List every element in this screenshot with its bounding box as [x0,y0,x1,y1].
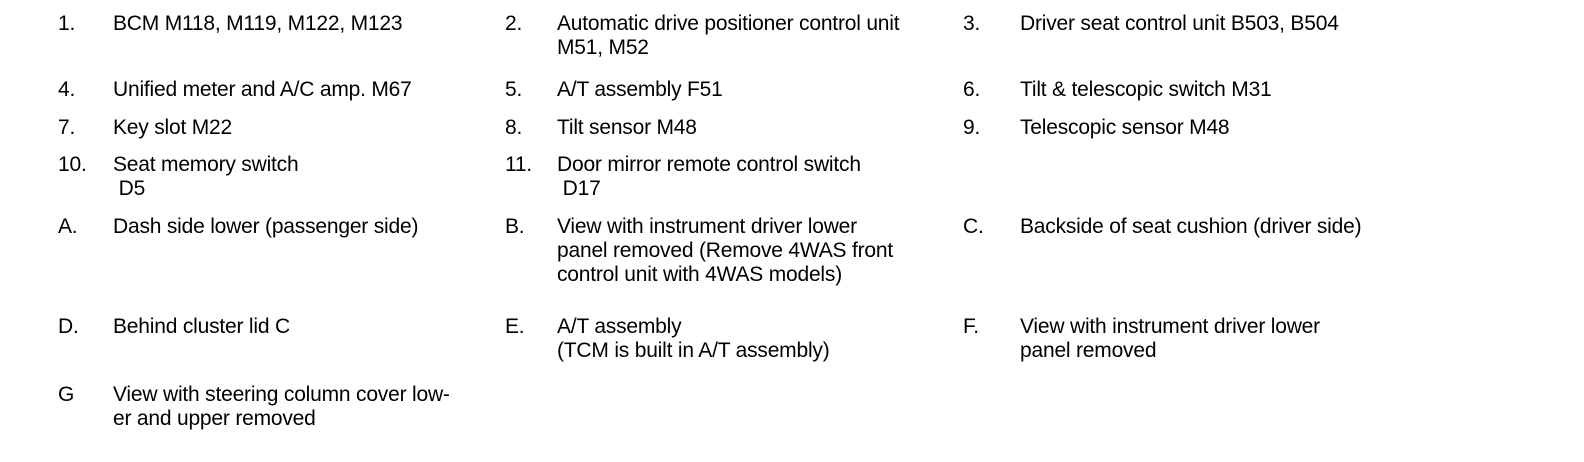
legend-item-11: 11. Door mirror remote control switch D1… [505,153,963,201]
legend-item-text: Door mirror remote control switch D17 [557,153,861,200]
legend-item-4: 4. Unified meter and A/C amp. M67 [58,78,505,102]
legend-item-10: 10. Seat memory switch D5 [58,153,505,201]
legend-item-8: 8. Tilt sensor M48 [505,116,963,140]
legend-row-2: 4. Unified meter and A/C amp. M67 5. A/T… [0,78,1584,102]
legend-item-2: 2. Automatic drive positioner control un… [505,12,963,60]
legend-item-number: F. [963,315,979,338]
legend-item-number: 10. [58,153,87,176]
legend-item-text: Seat memory switch D5 [113,153,299,200]
legend-item-number: 11. [505,153,533,176]
legend-item-E: E. A/T assembly (TCM is built in A/T ass… [505,315,963,363]
legend-item-text: Automatic drive positioner control unit … [557,12,900,59]
legend-item-text: Tilt & telescopic switch M31 [1020,78,1272,101]
legend-item-text: View with steering column cover low- er … [113,383,450,430]
legend-item-number: 8. [505,116,523,139]
legend-item-text: A/T assembly F51 [557,78,723,101]
legend-item-text: Telescopic sensor M48 [1020,116,1230,139]
legend-item-F: F. View with instrument driver lower pan… [963,315,1563,363]
legend-item-number: 1. [58,12,76,35]
legend-row-6: D. Behind cluster lid C E. A/T assembly … [0,315,1584,363]
legend-item-9: 9. Telescopic sensor M48 [963,116,1563,140]
legend-row-1: 1. BCM M118, M119, M122, M123 2. Automat… [0,12,1584,60]
legend-item-number: 3. [963,12,981,35]
legend-row-7: G View with steering column cover low- e… [0,383,1584,431]
legend-item-number: G [58,383,75,406]
legend-item-1: 1. BCM M118, M119, M122, M123 [58,12,505,36]
legend-item-D: D. Behind cluster lid C [58,315,505,339]
legend-item-number: 2. [505,12,523,35]
legend-item-number: 7. [58,116,76,139]
legend-item-number: 5. [505,78,523,101]
legend-item-number: B. [505,215,525,238]
legend-item-text: Behind cluster lid C [113,315,290,338]
legend-item-5: 5. A/T assembly F51 [505,78,963,102]
legend-item-text: Tilt sensor M48 [557,116,697,139]
legend-item-text: View with instrument driver lower panel … [557,215,893,286]
legend-item-text: BCM M118, M119, M122, M123 [113,12,403,35]
legend-item-text: Driver seat control unit B503, B504 [1020,12,1339,35]
legend-item-text: Key slot M22 [113,116,232,139]
legend-item-number: 4. [58,78,76,101]
legend-item-3: 3. Driver seat control unit B503, B504 [963,12,1563,36]
legend-item-A: A. Dash side lower (passenger side) [58,215,505,239]
legend-item-text: View with instrument driver lower panel … [1020,315,1320,362]
legend-item-C: C. Backside of seat cushion (driver side… [963,215,1563,239]
legend-item-B: B. View with instrument driver lower pan… [505,215,963,287]
legend-item-G: G View with steering column cover low- e… [58,383,505,431]
legend-item-number: A. [58,215,78,238]
legend-row-3: 7. Key slot M22 8. Tilt sensor M48 9. Te… [0,116,1584,140]
legend-item-text: Dash side lower (passenger side) [113,215,419,238]
legend-item-text: A/T assembly (TCM is built in A/T assemb… [557,315,830,362]
legend-item-number: 9. [963,116,981,139]
component-legend-list: 1. BCM M118, M119, M122, M123 2. Automat… [0,12,1584,431]
legend-row-4: 10. Seat memory switch D5 11. Door mirro… [0,153,1584,201]
legend-item-number: D. [58,315,79,338]
legend-item-text: Backside of seat cushion (driver side) [1020,215,1362,238]
legend-item-number: C. [963,215,984,238]
legend-item-6: 6. Tilt & telescopic switch M31 [963,78,1563,102]
legend-item-7: 7. Key slot M22 [58,116,505,140]
legend-item-number: E. [505,315,525,338]
legend-item-number: 6. [963,78,981,101]
legend-item-text: Unified meter and A/C amp. M67 [113,78,412,101]
legend-row-5: A. Dash side lower (passenger side) B. V… [0,215,1584,287]
